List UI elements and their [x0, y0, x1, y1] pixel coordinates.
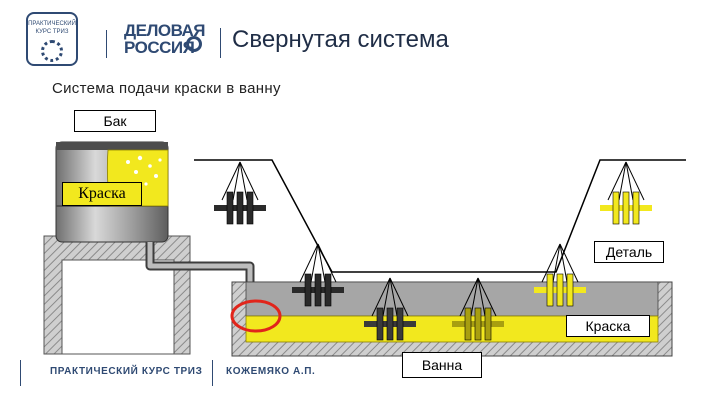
bath-paint-label: Краска: [566, 315, 650, 337]
page-title: Свернутая система: [232, 26, 449, 53]
title-divider: [220, 28, 221, 58]
footer-divider-right: [212, 360, 213, 386]
tank-paint-label: Краска: [62, 182, 142, 206]
brand-mark-icon: [186, 36, 202, 52]
footer-divider-left: [20, 360, 21, 386]
nozzle-highlight: [230, 299, 282, 333]
page-subtitle: Система подачи краски в ванну: [52, 80, 281, 97]
conveyor-line: [194, 159, 686, 273]
tank-rim: [56, 142, 168, 150]
emblem-text: ПРАКТИЧЕСКИЙ КУРС ТРИЗ: [28, 21, 76, 35]
header-divider: [106, 30, 107, 58]
gear-icon: [41, 40, 63, 62]
part-painted-2: [599, 161, 653, 225]
brand-line-2: РОССИЯ: [124, 38, 195, 57]
tank-label: Бак: [74, 110, 156, 132]
part-dark-1: [213, 161, 267, 225]
course-emblem-icon: ПРАКТИЧЕСКИЙ КУРС ТРИЗ: [26, 12, 78, 66]
bath-label: Ванна: [402, 352, 482, 378]
brand-logo: ДЕЛОВАЯ РОССИЯ: [124, 21, 206, 57]
part-label: Деталь: [594, 241, 664, 263]
footer-course: ПРАКТИЧЕСКИЙ КУРС ТРИЗ: [50, 366, 203, 377]
brand-line-1: ДЕЛОВАЯ: [124, 21, 206, 40]
footer-author: КОЖЕМЯКО А.П.: [226, 366, 316, 377]
tank-stand-opening: [61, 259, 175, 355]
paint-bubbles: [126, 155, 162, 188]
